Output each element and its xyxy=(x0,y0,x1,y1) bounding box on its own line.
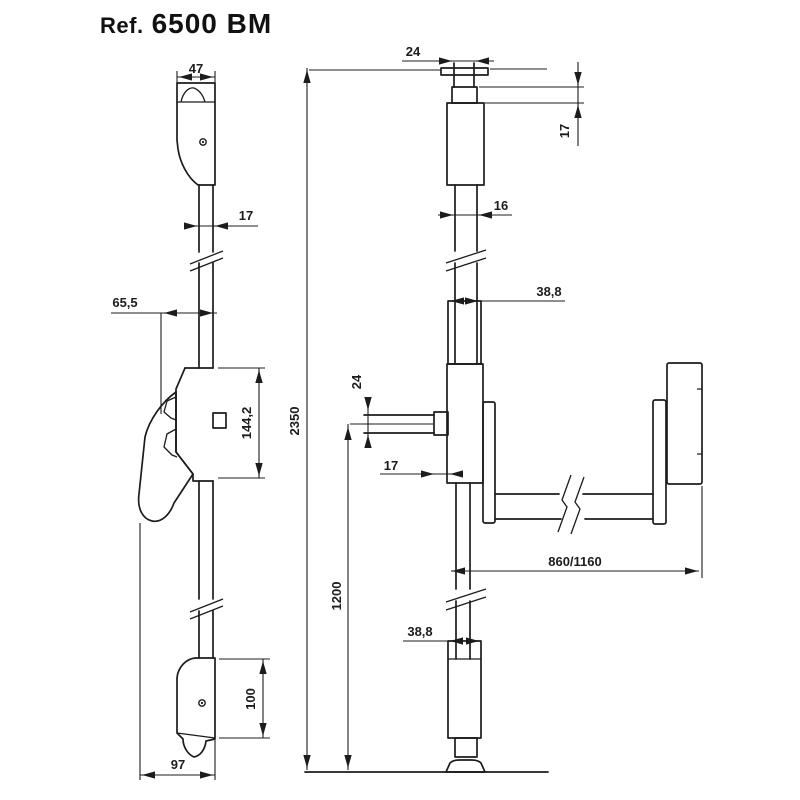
rod-break-symbol xyxy=(445,249,487,272)
bar-mount-plate-case-side xyxy=(482,401,496,524)
dim-spindle-backset: 17 xyxy=(380,458,464,478)
top-bolt-adjuster xyxy=(451,86,478,104)
dim-label-16: 16 xyxy=(494,198,508,213)
left-push-pad xyxy=(137,391,194,523)
push-bar-assembly xyxy=(482,362,703,535)
top-bolt-flange xyxy=(440,67,489,76)
dim-label-1200: 1200 xyxy=(329,582,344,611)
top-keeper-hole xyxy=(199,138,207,146)
bar-mount-plate-end-side xyxy=(652,399,667,525)
left-bottom-keeper xyxy=(176,657,216,758)
drawing-title-model: 6500 BM xyxy=(151,8,273,39)
bar-break-symbol xyxy=(570,476,585,535)
dim-right-rod-width: 16 xyxy=(438,198,512,219)
lower-guide-tube xyxy=(445,640,486,773)
dim-spindle-height: 24 xyxy=(349,374,372,449)
dim-lower-tube-width: 38,8 xyxy=(403,624,479,645)
dim-label-24-top: 24 xyxy=(406,44,421,59)
left-rod-upper xyxy=(189,184,224,369)
dim-left-pad-offset: 65,5 xyxy=(111,295,217,414)
dim-label-65-5: 65,5 xyxy=(112,295,137,310)
dim-label-2350: 2350 xyxy=(287,407,302,436)
bottom-keeper-hole xyxy=(198,699,206,707)
pivot-arm-lower xyxy=(163,428,178,458)
end-cap-screw-marks xyxy=(697,388,702,455)
spindle-square xyxy=(433,411,449,436)
dim-bar-length: 860/1160 xyxy=(451,486,703,578)
bottom-bolt xyxy=(454,737,478,758)
left-lock-case xyxy=(163,367,227,482)
dim-label-97: 97 xyxy=(171,757,185,772)
left-top-keeper xyxy=(176,82,216,186)
left-view: 47 17 65,5 144,2 xyxy=(111,61,270,780)
dim-label-17-top: 17 xyxy=(557,124,572,138)
dim-label-860-1160: 860/1160 xyxy=(548,554,602,569)
floor-socket xyxy=(445,759,486,773)
dim-top-adjuster-height: 17 xyxy=(479,62,584,146)
dim-spindle-to-floor: 1200 xyxy=(329,423,433,770)
dim-upper-tube-width: 38,8 xyxy=(449,284,565,305)
dim-label-24-spindle: 24 xyxy=(349,374,364,389)
dim-left-rod-width: 17 xyxy=(183,208,258,230)
dim-label-38-8-lower: 38,8 xyxy=(407,624,432,639)
dim-label-144-2: 144,2 xyxy=(239,407,254,440)
left-rod-lower xyxy=(189,480,224,659)
right-view: 24 17 16 38,8 xyxy=(287,44,703,773)
drawing-title: Ref. 6500 BM xyxy=(100,8,272,40)
dim-left-bottom-keeper-height: 100 xyxy=(219,658,270,739)
pivot-arm-upper xyxy=(163,396,177,421)
bar-break-symbol xyxy=(557,474,572,533)
rod-break-symbol xyxy=(189,598,224,620)
dim-left-case-height: 144,2 xyxy=(218,367,265,479)
drawing-title-prefix: Ref. xyxy=(100,13,144,38)
top-rod-bolt xyxy=(440,62,489,365)
bar-end-cap xyxy=(666,362,703,485)
dim-top-pin-width: 24 xyxy=(402,44,494,65)
dim-left-top-width: 47 xyxy=(176,61,216,83)
dim-label-38-8-upper: 38,8 xyxy=(536,284,561,299)
dim-label-100: 100 xyxy=(243,688,258,710)
rod-break-symbol xyxy=(189,250,224,272)
dim-label-17-rod: 17 xyxy=(239,208,253,223)
spindle-shaft xyxy=(363,411,449,436)
spindle-side xyxy=(212,412,227,429)
upper-guide-tube xyxy=(447,300,482,365)
dim-label-47: 47 xyxy=(189,61,203,76)
main-case xyxy=(446,363,484,484)
dim-label-17-spindle: 17 xyxy=(384,458,398,473)
dim-overall-height: 2350 xyxy=(287,68,441,770)
rod-break-symbol xyxy=(445,588,487,611)
top-bolt-housing xyxy=(446,102,485,186)
dim-left-bottom-width: 97 xyxy=(139,523,216,780)
